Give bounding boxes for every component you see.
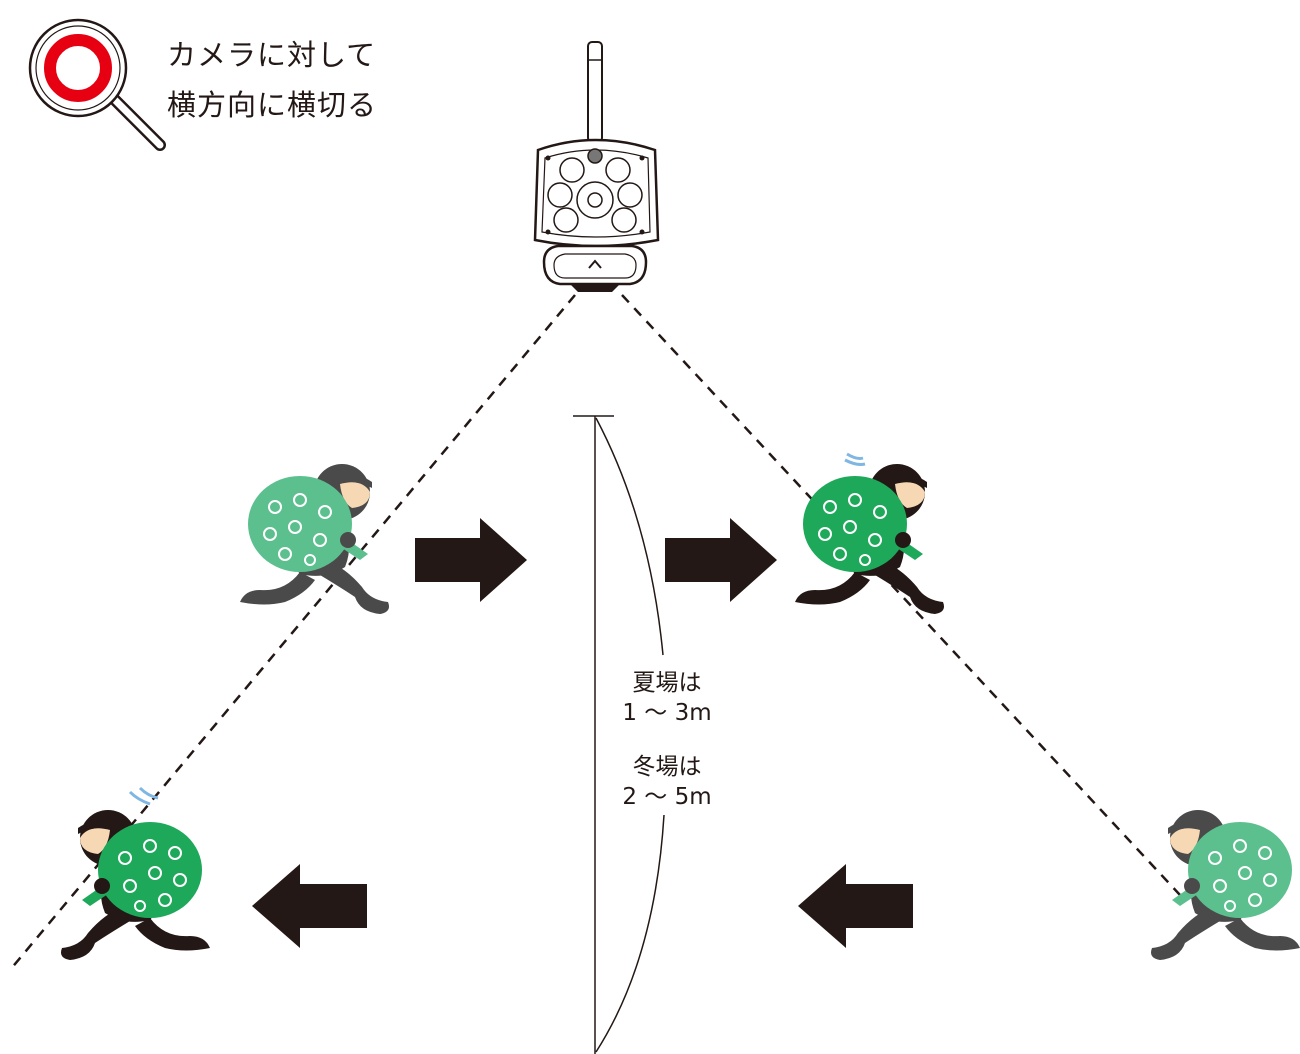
thief-icon <box>1150 809 1300 961</box>
arrow-right-2 <box>665 518 777 602</box>
distance-indicator <box>573 415 665 1054</box>
caption-line-2: 横方向に横切る <box>167 88 378 122</box>
summer-label: 夏場は <box>632 670 702 696</box>
thief-icon <box>239 463 390 615</box>
sweat-icon <box>844 452 866 466</box>
camera-icon <box>533 40 660 292</box>
arrow-left-2 <box>798 864 913 948</box>
caption: カメラに対して 横方向に横切る <box>167 30 377 130</box>
thief-icon <box>60 809 211 961</box>
caption-line-1: カメラに対して <box>167 38 377 72</box>
magnifier-icon <box>28 18 166 151</box>
sweat-icon <box>128 786 159 806</box>
winter-label: 冬場は <box>632 754 702 780</box>
winter-range: 2 ～ 5m <box>622 784 712 810</box>
detection-cone <box>9 294 1181 971</box>
cone-left-edge <box>9 294 576 971</box>
arrow-left-1 <box>252 864 367 948</box>
arrow-right-1 <box>415 518 527 602</box>
summer-range: 1 ～ 3m <box>622 700 712 726</box>
thief-icon <box>794 452 945 615</box>
summer-distance-label: 夏場は 1 ～ 3m <box>607 668 727 728</box>
winter-distance-label: 冬場は 2 ～ 5m <box>607 752 727 812</box>
